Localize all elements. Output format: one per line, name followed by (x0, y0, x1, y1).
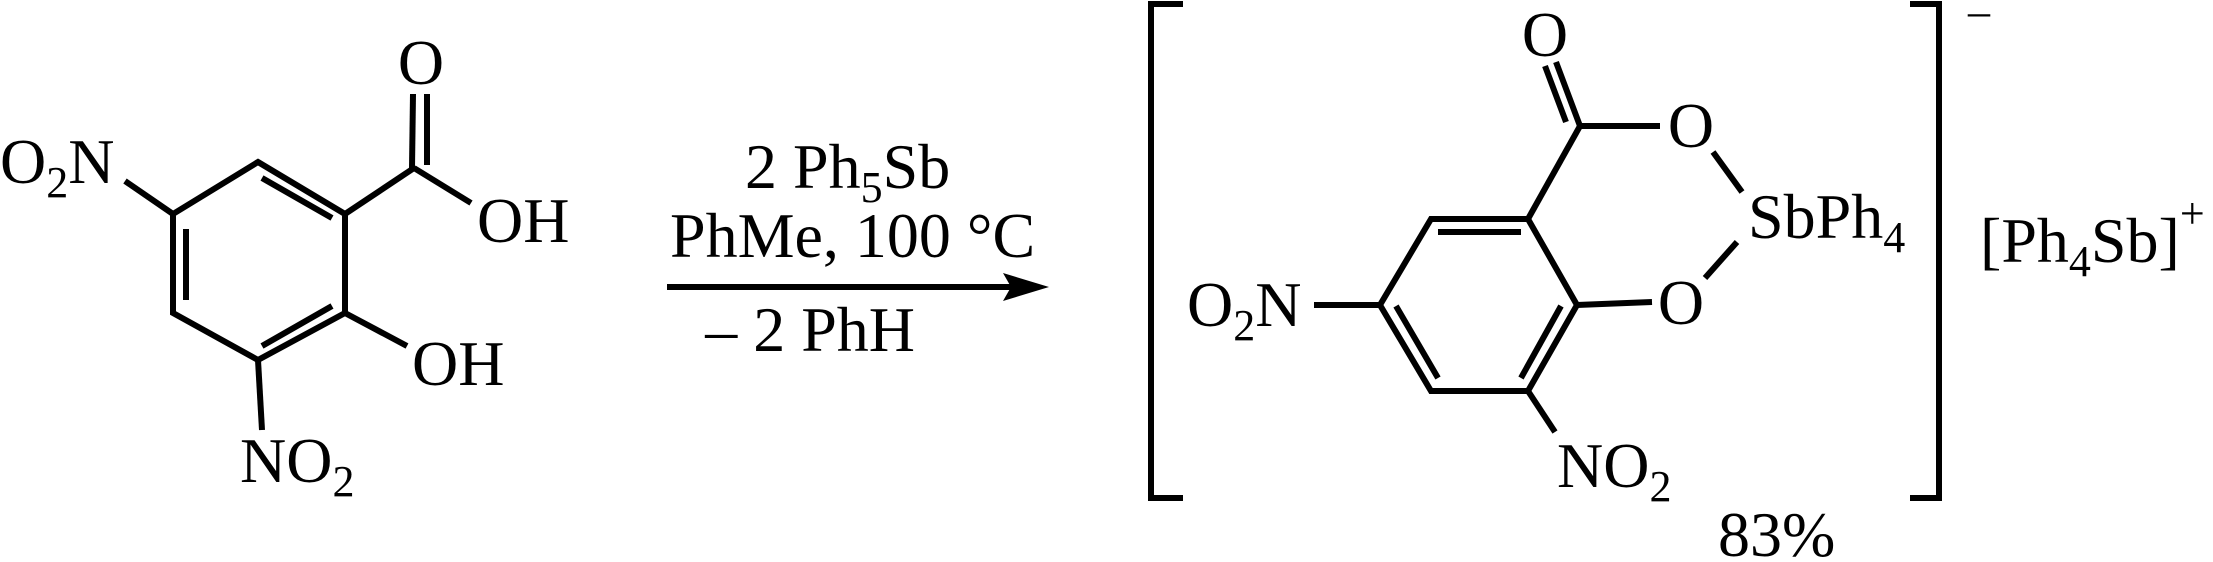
nitro-left-bond (123, 178, 175, 217)
reactant-benzene-ring (170, 158, 348, 364)
label-text: – 2 PhH (704, 294, 915, 365)
label-text: O (1658, 267, 1704, 338)
sb-o-bond (1702, 240, 1740, 280)
carbonyl-double-bond (409, 93, 416, 169)
yield-label: 83% (1718, 499, 1835, 562)
ring-double-bond (1393, 304, 1441, 380)
phenoxide-o-bond (1576, 299, 1653, 308)
ring-double-bond (260, 303, 334, 349)
label-text: 83% (1718, 499, 1835, 562)
counter-ion: [Ph4Sb]+ (1980, 189, 2205, 286)
ring-bonds (170, 158, 348, 364)
product-antimony: SbPh4 (1748, 181, 1905, 262)
ring-double-bond (260, 175, 334, 221)
reactant-acid-oh: OH (477, 185, 569, 256)
reactant-molecule: O OH OH NO2 O2N (0, 27, 569, 506)
label-text: O (398, 27, 444, 98)
reactant-phenol-oh: OH (412, 328, 504, 399)
label-text: O (1522, 0, 1568, 70)
product-complex: O O SbPh4 O O2N NO2 – [Ph4Sb]+ 83% (1148, 0, 2205, 562)
label-text: O (1187, 269, 1233, 340)
product-nitro-bottom: NO2 (1557, 430, 1671, 511)
o-sb-bond (1710, 150, 1745, 194)
superscript: + (2180, 189, 2205, 238)
carboxylate-bond (1525, 124, 1583, 221)
right-bracket (1910, 1, 1942, 501)
product-benzene-ring (1376, 216, 1581, 394)
product-nitro-left: O2N (1187, 269, 1301, 350)
phenol-oh-bond (343, 310, 409, 349)
subscript: 5 (861, 163, 883, 212)
reactant-carbonyl-o: O (398, 27, 444, 98)
label-text: NO (1557, 430, 1649, 501)
solvent-temperature-label: PhMe, 100 °C (670, 200, 1035, 271)
subscript: 2 (332, 457, 354, 506)
label-text: Sb] (2091, 205, 2180, 276)
product-carbonyl-o: O (1522, 0, 1568, 70)
ring-bonds (1376, 216, 1581, 394)
nitro-bottom-bond (1525, 389, 1558, 434)
subscript: 4 (1883, 213, 1905, 262)
reactant-nitro-left: O2N (0, 126, 114, 207)
label-text: SbPh (1748, 181, 1883, 252)
label-text: Sb (883, 131, 951, 202)
acid-oh-bond (412, 165, 473, 206)
anion-charge: – (1967, 0, 1991, 36)
label-text: OH (412, 328, 504, 399)
carboxyl-bond (343, 165, 416, 217)
carbonyl-double-bond (1542, 64, 1569, 124)
byproduct-label: – 2 PhH (704, 294, 915, 365)
label-text: N (68, 126, 114, 197)
label-text: [Ph (1980, 205, 2069, 276)
nitro-bottom-bond (255, 359, 265, 431)
reactant-nitro-bottom: NO2 (240, 425, 354, 506)
product-ester-o: O (1668, 90, 1714, 161)
label-text: O (1668, 90, 1714, 161)
carbonyl-double-bond (1553, 60, 1583, 128)
product-phenoxide-o: O (1658, 267, 1704, 338)
subscript: 2 (1233, 301, 1255, 350)
subscript: 2 (1649, 462, 1671, 511)
label-text: – (1967, 0, 1991, 36)
reagent-label: 2 Ph5Sb (745, 131, 950, 212)
label-text: 2 Ph (745, 131, 861, 202)
ring-double-bond (1518, 304, 1564, 380)
subscript: 4 (2069, 237, 2091, 286)
label-text: N (1255, 269, 1301, 340)
label-text: NO (240, 425, 332, 496)
label-text: OH (477, 185, 569, 256)
reaction-arrow-group: 2 Ph5Sb PhMe, 100 °C – 2 PhH (667, 131, 1049, 365)
label-text: PhMe, 100 °C (670, 200, 1035, 271)
subscript: 2 (46, 158, 68, 207)
left-bracket (1148, 1, 1183, 501)
label-text: O (0, 126, 46, 197)
arrowhead-icon (1003, 273, 1049, 301)
